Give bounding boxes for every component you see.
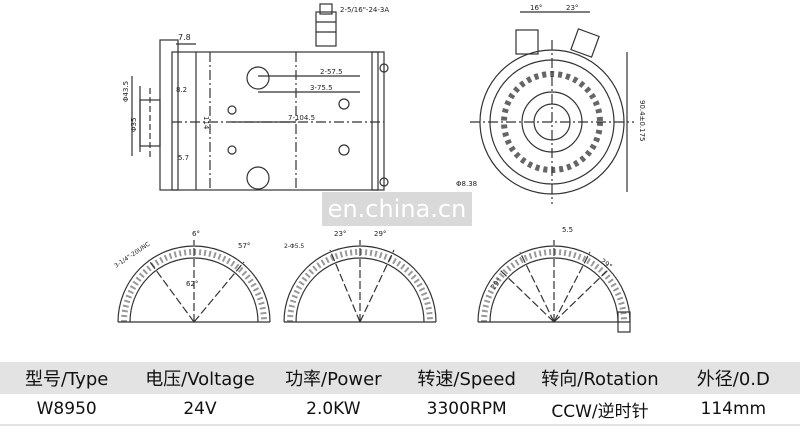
mount-hole bbox=[338, 144, 350, 156]
header-voltage: 电压/Voltage bbox=[133, 362, 267, 394]
value-speed: 3300RPM bbox=[399, 394, 534, 426]
flange-dim-label: 2-Φ5.5 bbox=[284, 243, 304, 250]
terminal-nut bbox=[319, 3, 333, 15]
side-view bbox=[131, 3, 389, 191]
front-dim-label: 90.4±0.175 bbox=[638, 100, 646, 142]
flange-dim-label: 5.5 bbox=[562, 226, 573, 234]
flange-tab bbox=[617, 311, 631, 333]
mount-hole bbox=[227, 105, 237, 115]
flange-dim-label: 29° bbox=[374, 230, 386, 238]
header-rotation: 转向/Rotation bbox=[533, 362, 667, 394]
value-voltage: 24V bbox=[133, 394, 267, 426]
side-dim-label: Φ35 bbox=[130, 118, 138, 132]
right-stud bbox=[379, 63, 389, 73]
flange-view-1 bbox=[117, 240, 271, 323]
side-dim-label: 2-57.5 bbox=[320, 68, 343, 76]
side-dim-label: 5.7 bbox=[178, 154, 189, 162]
flange-view-3 bbox=[477, 240, 631, 333]
terminal-post bbox=[315, 11, 337, 47]
front-dim-label: Φ8.38 bbox=[456, 180, 477, 188]
spec-value-row: W8950 24V 2.0KW 3300RPM CCW/逆时针 114mm bbox=[0, 394, 800, 426]
spec-table: 型号/Type 电压/Voltage 功率/Power 转速/Speed 转向/… bbox=[0, 362, 800, 426]
side-dim-label: 7-104.5 bbox=[288, 114, 315, 122]
header-outer-diameter: 外径/0.D bbox=[666, 362, 800, 394]
side-dim-label: 7.8 bbox=[178, 33, 191, 42]
header-speed: 转速/Speed bbox=[399, 362, 534, 394]
mount-hole bbox=[227, 145, 237, 155]
end-cap-left bbox=[159, 39, 179, 191]
front-dim-label: 23° bbox=[566, 4, 578, 12]
front-dim-label: 16° bbox=[530, 4, 542, 12]
terminal-post bbox=[515, 29, 539, 55]
side-dim-label: 2-5/16"-24-3A bbox=[340, 6, 389, 14]
value-outer-diameter: 114mm bbox=[666, 394, 800, 426]
watermark: en.china.cn bbox=[322, 192, 472, 226]
value-rotation: CCW/逆时针 bbox=[533, 394, 667, 426]
side-dim-label: 114 bbox=[202, 116, 210, 130]
value-power: 2.0KW bbox=[266, 394, 400, 426]
header-power: 功率/Power bbox=[266, 362, 400, 394]
header-type: 型号/Type bbox=[0, 362, 134, 394]
terminal-post bbox=[570, 28, 600, 58]
motor-technical-drawing: 7.8 2-5/16"-24-3A 2-57.5 3-75.5 7-104.5 … bbox=[113, 3, 646, 333]
value-type: W8950 bbox=[0, 394, 134, 426]
flange-dim-label: 3-1/4"-20UNC bbox=[113, 241, 151, 270]
mount-hole bbox=[246, 166, 270, 190]
side-dim-label: 8.2 bbox=[176, 86, 187, 94]
side-dim-label: Φ43.5 bbox=[122, 81, 130, 102]
motor-housing bbox=[171, 51, 379, 191]
flange-dim-label: 57° bbox=[238, 242, 250, 250]
flange-view-2 bbox=[283, 240, 437, 323]
spec-header-row: 型号/Type 电压/Voltage 功率/Power 转速/Speed 转向/… bbox=[0, 362, 800, 394]
flange-dim-label: 23° bbox=[334, 230, 346, 238]
end-cap-right bbox=[371, 51, 385, 191]
front-view bbox=[470, 11, 634, 204]
mount-hole bbox=[338, 98, 350, 110]
flange-dim-label: 6° bbox=[192, 230, 200, 238]
flange-dim-label: 62° bbox=[186, 280, 198, 288]
mount-hole bbox=[246, 66, 270, 90]
right-stud bbox=[379, 177, 389, 187]
side-dim-label: 3-75.5 bbox=[310, 84, 333, 92]
